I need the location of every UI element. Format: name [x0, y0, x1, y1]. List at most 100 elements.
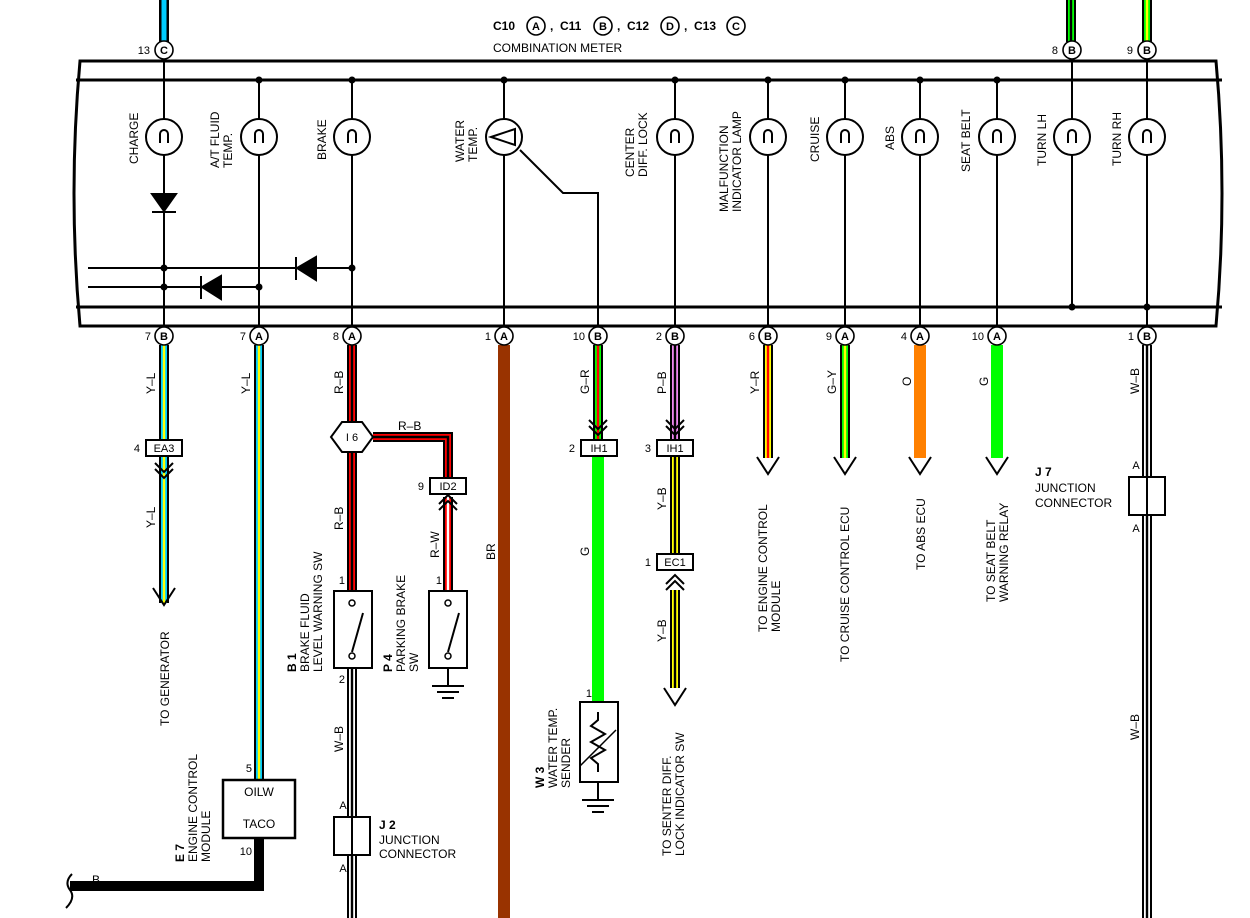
wc-r-b-branch: R–B: [398, 419, 421, 433]
label-cruise: CRUISE: [808, 117, 822, 162]
component-w3: 1 W 3 WATER TEMP. SENDER: [533, 688, 619, 813]
lamp-malfunction: [749, 118, 787, 156]
lamp-turn-lh: [1053, 118, 1091, 156]
bottom-pin-2: 7: [240, 331, 246, 343]
wc-b: B: [92, 873, 100, 887]
j2-pin-top: A: [339, 800, 347, 812]
wc-g: G: [578, 547, 592, 556]
lamp-filaments: [159, 127, 1152, 147]
code-c13-letter: C: [732, 21, 740, 33]
top-wires: [159, 0, 1152, 42]
meter-title: COMBINATION METER: [493, 41, 622, 55]
bottom-pin-7: 6: [749, 331, 755, 343]
bottom-letter-4: A: [500, 331, 508, 343]
lamp-cruise: [826, 118, 864, 156]
connector-id2: [429, 477, 467, 495]
top-terminals: 13 C 8 B 9 B: [138, 40, 1157, 60]
w3-name-1: WATER TEMP.: [546, 708, 560, 788]
bottom-pin-5: 10: [573, 331, 585, 343]
bottom-letter-9: A: [916, 331, 924, 343]
code-c13-circle: [726, 16, 746, 36]
wire-r-b-branch: [373, 434, 451, 478]
header: C10 A , C11 B , C12 D , C13 C COMBINATIO…: [493, 16, 746, 55]
wc-r-b-2: R–B: [332, 507, 346, 530]
top-pin-charge: 13: [138, 45, 150, 57]
label-malfunction-2: INDICATOR LAMP: [730, 111, 744, 212]
arrow-to-abs-ecu: [908, 456, 932, 476]
code-c12-letter: D: [666, 21, 674, 33]
j7-pin-bottom: A: [1132, 523, 1140, 535]
dest-cruise-ecu: TO CRUISE CONTROL ECU: [838, 507, 852, 662]
connector-ih1-a-pin: 2: [569, 443, 575, 455]
wc-y-l-2: Y–L: [144, 506, 158, 528]
w3-name-2: SENDER: [559, 738, 573, 788]
wire-arrows: [152, 419, 1009, 707]
code-c13: C13: [694, 19, 716, 33]
lamp-abs: [901, 118, 939, 156]
e7-pin-10: 10: [240, 846, 252, 858]
bottom-letter-6: B: [671, 331, 679, 343]
wc-o: O: [900, 377, 914, 386]
e7-pin-5: 5: [246, 763, 252, 775]
connector-ec1-pin: 1: [645, 557, 651, 569]
arrow-to-ecm: [756, 456, 780, 476]
b1-pin-top: 1: [339, 575, 345, 587]
label-water-temp-2: TEMP.: [466, 127, 480, 162]
top-letter-turn-lh: B: [1068, 45, 1076, 57]
wc-g-seat-belt: G: [977, 377, 991, 386]
wc-g-y: G–Y: [825, 370, 839, 394]
bottom-pin-4: 1: [485, 331, 491, 343]
component-b1: 1 2 B 1 BRAKE FLUID LEVEL WARNING SW: [285, 551, 373, 686]
e7-name-2: MODULE: [199, 811, 213, 862]
lamp-turn-rh: [1128, 118, 1166, 156]
wc-y-l-3: Y–L: [239, 372, 253, 394]
wc-g-r: G–R: [578, 369, 592, 394]
wc-r-w: R–W: [428, 531, 442, 558]
e7-name-1: ENGINE CONTROL: [186, 754, 200, 862]
thermistor-icon: [588, 712, 608, 772]
label-malfunction-1: MALFUNCTION: [717, 125, 731, 212]
connector-i6: [329, 421, 375, 453]
bottom-pin-11: 1: [1128, 331, 1134, 343]
label-center-diff-2: DIFF. LOCK: [636, 112, 650, 177]
wc-r-b-1: R–B: [332, 371, 346, 394]
bottom-letter-11: B: [1143, 331, 1151, 343]
p4-code: P 4: [381, 654, 395, 672]
wc-p-b: P–B: [655, 371, 669, 394]
p4-name-2: SW: [407, 652, 421, 672]
code-c11: C11: [560, 19, 582, 33]
wire-color-labels: Y–L Y–L Y–L R–B R–B R–B R–W BR G–R G P–B…: [92, 368, 1142, 887]
wc-w-b-2: W–B: [1128, 714, 1142, 740]
external-wires: [65, 345, 1152, 918]
diode-charge: [150, 193, 178, 213]
j7-pin-top: A: [1132, 460, 1140, 472]
arrow-to-cruise-ecu: [833, 456, 857, 476]
wire-o: [914, 345, 926, 458]
component-j7: A A J 7 JUNCTION CONNECTOR: [1035, 460, 1166, 535]
dest-engine-control-1: TO ENGINE CONTROL: [756, 504, 770, 632]
code-c10: C10: [493, 19, 515, 33]
label-at-fluid-1: A/T FLUID: [208, 111, 222, 168]
junction-dots: [160, 76, 1151, 311]
diode-brake: [295, 255, 317, 282]
top-pin-turn-rh: 9: [1127, 45, 1133, 57]
diodes: [150, 193, 317, 301]
connector-id2-name: ID2: [439, 481, 456, 493]
connector-id2-pin: 9: [418, 481, 424, 493]
label-turn-rh: TURN RH: [1110, 112, 1124, 166]
label-seat-belt: SEAT BELT: [959, 109, 973, 172]
connector-ea3-pin: 4: [134, 443, 140, 455]
wc-w-b-1: W–B: [1128, 368, 1142, 394]
lamp-charge: [145, 118, 183, 156]
j7-name-1: JUNCTION: [1035, 481, 1096, 495]
lamp-symbols: [145, 118, 1166, 156]
connector-i6-name: I 6: [346, 432, 358, 444]
lamp-labels: CHARGE A/T FLUID TEMP. BRAKE WATER TEMP.…: [127, 109, 1124, 212]
wire-top-charge: [161, 0, 167, 42]
j7-name-2: CONNECTOR: [1035, 496, 1112, 510]
p4-name-1: PARKING BRAKE: [394, 575, 408, 672]
component-j2: A A J 2 JUNCTION CONNECTOR: [333, 800, 456, 875]
b1-pin-bottom: 2: [339, 674, 345, 686]
w3-code: W 3: [533, 766, 547, 788]
bottom-letter-10: A: [993, 331, 1001, 343]
